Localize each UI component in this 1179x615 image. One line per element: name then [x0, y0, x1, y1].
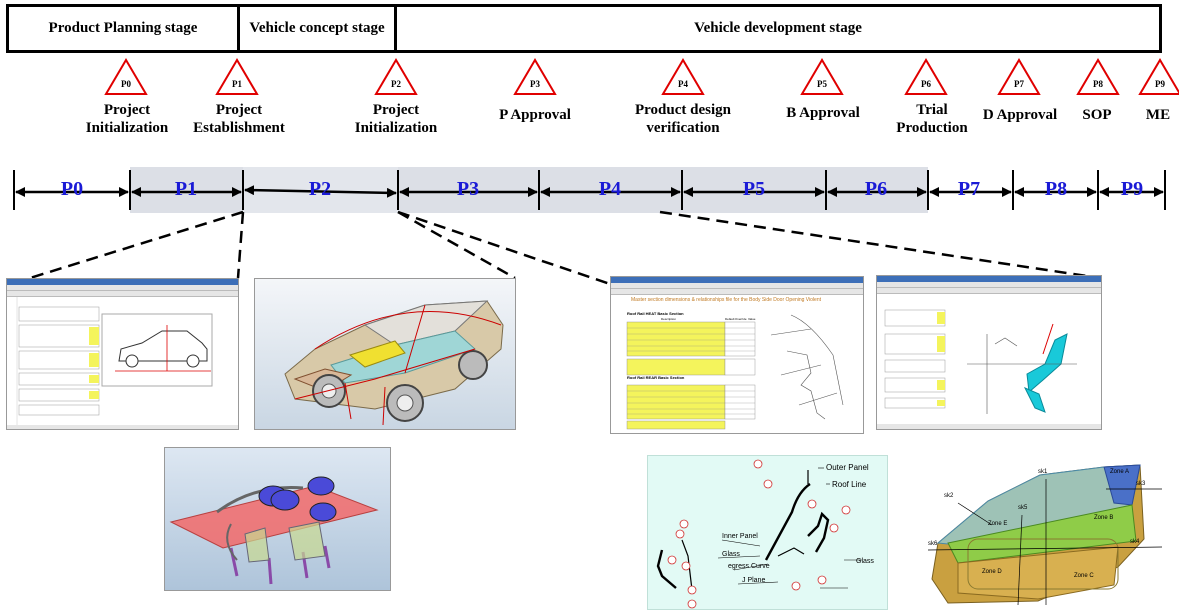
- label-sk4: sk4: [1130, 539, 1140, 545]
- phase-label: P3: [456, 178, 480, 200]
- label-sk5: sk5: [1018, 505, 1028, 511]
- spreadsheet-section-dimensions: Master section dimensions & relationship…: [610, 276, 864, 434]
- occupant-sheet-content: [877, 309, 1101, 429]
- milestone-triangle: [104, 58, 148, 95]
- stage-vehicle-development: Vehicle development stage: [394, 4, 1162, 53]
- phase-label: P8: [1044, 178, 1068, 200]
- milestone-triangle: [661, 58, 705, 95]
- label-glass-left: Glass: [722, 551, 740, 558]
- milestone-code: P3: [530, 79, 540, 89]
- car-3d-cad-model: [254, 278, 516, 430]
- stage-product-planning: Product Planning stage: [6, 4, 240, 53]
- col-value: Value: [748, 317, 756, 321]
- label-zone-a: Zone A: [1110, 469, 1129, 475]
- milestone-code: P8: [1093, 79, 1103, 89]
- label-outer-panel: Outer Panel: [826, 463, 869, 472]
- label-sk1: sk1: [1038, 469, 1048, 475]
- section-table-heading: Roof Rail REAR Basic Section: [627, 375, 685, 380]
- milestone-label: ME: [1145, 107, 1171, 123]
- stage-label: Vehicle development stage: [694, 20, 862, 36]
- milestone-label: Trial Production: [896, 102, 968, 136]
- milestone-label: Product design verification: [635, 102, 731, 136]
- milestone-triangle: [800, 58, 844, 95]
- door-zone-drawing: sk1 sk2 sk3 sk4 sk5 sk6 Zone A Zone B Zo…: [918, 455, 1174, 610]
- milestone-triangles: P0 P1 P2 P3 P4 P5 P6 P7 P8 P9: [104, 58, 1179, 95]
- phase-arrow: [244, 185, 397, 198]
- milestone-label: Project Initialization: [85, 102, 169, 136]
- milestone-code: P0: [121, 79, 131, 89]
- section-table-heading: Roof Rail HEAT Basic Section: [627, 311, 684, 316]
- milestone-code: P4: [678, 79, 688, 89]
- phase-label: P5: [742, 178, 766, 200]
- label-egress-curve: egress Curve: [728, 563, 770, 570]
- label-j-plane: J Plane: [742, 577, 765, 584]
- phase-label: P1: [174, 178, 198, 200]
- milestone-triangle: [997, 58, 1041, 95]
- phase-label: P7: [957, 178, 981, 200]
- phase-timeline: [13, 170, 1166, 210]
- label-glass-right: Glass: [856, 558, 874, 565]
- spreadsheet-occupant-package: [876, 275, 1102, 430]
- milestone-label: P Approval: [499, 107, 571, 123]
- milestone-triangle: [215, 58, 259, 95]
- dashed-connectors: [29, 210, 1101, 286]
- phase-label: P9: [1120, 178, 1144, 200]
- phase-label: P2: [308, 178, 332, 200]
- milestone-label: SOP: [1082, 107, 1112, 123]
- section-sheet-title: Master section dimensions & relationship…: [631, 297, 822, 303]
- milestone-code: P9: [1155, 79, 1165, 89]
- col-description: Description: [661, 317, 677, 321]
- section-sheet-grid: [626, 314, 844, 430]
- label-inner-panel: Inner Panel: [722, 533, 758, 540]
- milestone-label: Project Initialization: [354, 102, 438, 136]
- label-roof-line: Roof Line: [832, 480, 867, 489]
- spreadsheet-content: [7, 297, 238, 429]
- label-zone-d: Zone D: [982, 569, 1002, 575]
- col-override: Override: [735, 317, 747, 321]
- milestone-label: Project Establishment: [193, 102, 285, 136]
- milestone-code: P7: [1014, 79, 1024, 89]
- stage-label: Product Planning stage: [48, 20, 198, 36]
- milestone-label: B Approval: [786, 105, 860, 121]
- label-sk6: sk6: [928, 541, 938, 547]
- milestone-code: P1: [232, 79, 242, 89]
- spreadsheet-car-dimensions: [6, 278, 239, 430]
- milestone-triangle: [1076, 58, 1120, 95]
- milestone-triangle: [904, 58, 948, 95]
- milestone-code: P2: [391, 79, 401, 89]
- milestone-label: D Approval: [982, 107, 1058, 123]
- label-sk3: sk3: [1136, 481, 1146, 487]
- milestone-triangle: [1138, 58, 1179, 95]
- milestone-triangle: [513, 58, 557, 95]
- milestone-triangle: [374, 58, 418, 95]
- col-default: Default: [725, 317, 735, 321]
- door-opening-section-drawing: Outer Panel Roof Line Inner Panel Glass …: [647, 455, 888, 610]
- label-zone-b: Zone B: [1094, 515, 1113, 521]
- milestone-code: P6: [921, 79, 931, 89]
- phase-label: P4: [598, 178, 622, 200]
- stage-label: Vehicle concept stage: [249, 20, 385, 36]
- stage-vehicle-concept: Vehicle concept stage: [237, 4, 397, 53]
- seat-package-3d-model: [164, 447, 391, 591]
- phase-label: P6: [864, 178, 888, 200]
- label-sk2: sk2: [944, 493, 954, 499]
- label-zone-c: Zone C: [1074, 573, 1094, 579]
- phase-label: P0: [60, 178, 84, 200]
- label-zone-e: Zone E: [988, 521, 1007, 527]
- milestone-code: P5: [817, 79, 827, 89]
